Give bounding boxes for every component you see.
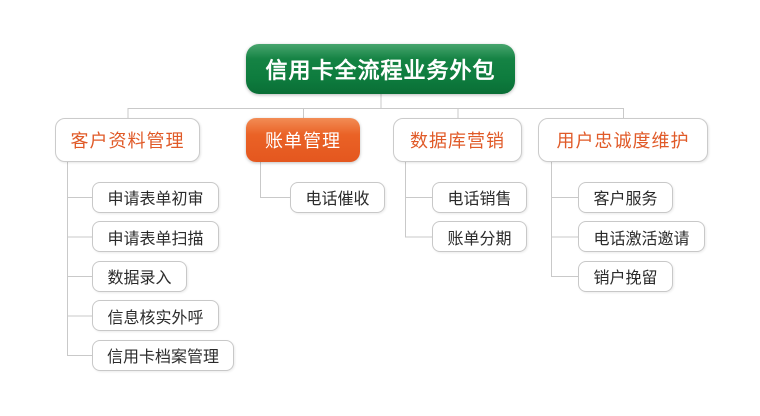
child-node[interactable]: 电话催收: [290, 181, 385, 213]
child-node[interactable]: 客户服务: [578, 181, 673, 213]
node-label: 信用卡档案管理: [106, 347, 219, 366]
node-label: 账单管理: [265, 131, 341, 152]
node-label: 电话激活邀请: [593, 228, 690, 248]
node-label: 信息核实外呼: [107, 307, 204, 327]
child-node[interactable]: 电话激活邀请: [578, 221, 705, 252]
child-node[interactable]: 账单分期: [432, 221, 527, 252]
child-node[interactable]: 信用卡档案管理: [92, 339, 234, 371]
child-node[interactable]: 销户挽留: [578, 260, 673, 292]
branch-node[interactable]: 用户忠诚度维护: [538, 118, 708, 162]
child-node[interactable]: 数据录入: [92, 260, 187, 292]
branch-node[interactable]: 客户资料管理: [55, 118, 200, 162]
node-label: 数据库营销: [410, 131, 505, 152]
node-label: 销户挽留: [593, 268, 658, 287]
node-label: 电话销售: [447, 189, 512, 208]
child-node[interactable]: 申请表单扫描: [92, 221, 219, 252]
node-label: 申请表单扫描: [107, 228, 204, 248]
root-topic-node[interactable]: 信用卡全流程业务外包: [246, 44, 515, 94]
node-label: 信用卡全流程业务外包: [265, 58, 496, 84]
child-node[interactable]: 信息核实外呼: [92, 300, 219, 331]
child-node[interactable]: 申请表单初审: [92, 181, 219, 213]
child-node[interactable]: 电话销售: [432, 181, 527, 213]
branch-node[interactable]: 账单管理: [246, 118, 360, 162]
node-label: 数据录入: [107, 268, 172, 287]
node-label: 客户服务: [593, 189, 658, 208]
node-label: 客户资料管理: [70, 131, 185, 152]
node-label: 电话催收: [305, 189, 370, 208]
node-label: 账单分期: [447, 228, 512, 248]
node-label: 用户忠诚度维护: [556, 131, 690, 152]
node-label: 申请表单初审: [107, 189, 204, 208]
branch-node[interactable]: 数据库营销: [393, 118, 522, 162]
